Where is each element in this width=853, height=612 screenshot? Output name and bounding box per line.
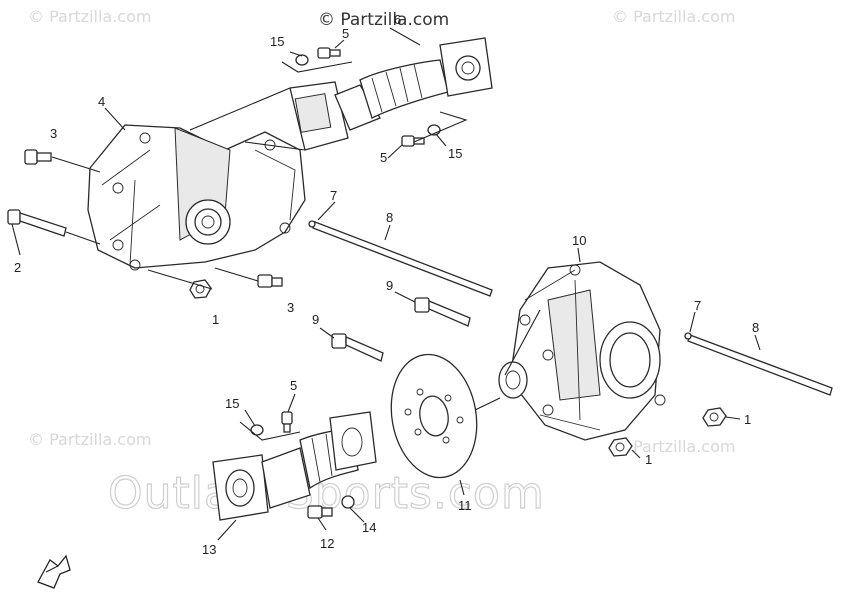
- axle-8-top: [308, 220, 493, 297]
- watermark-left: © Partzilla.com: [28, 430, 151, 449]
- watermark-right: © Partzilla.com: [612, 437, 735, 456]
- washer-15-top: [295, 54, 309, 66]
- callout-14: 14: [362, 520, 376, 535]
- watermark-top-left: © Partzilla.com: [28, 7, 151, 26]
- nut-1-rear-right: [702, 407, 727, 427]
- callout-6: 6: [394, 12, 401, 27]
- callouts: 1 1 1 2 3 3 4 5 5 5 6 7 7 8 8 9 9 10 11 …: [14, 12, 759, 557]
- callout-7-top: 7: [330, 188, 337, 203]
- callout-5-top: 5: [342, 26, 349, 41]
- callout-10: 10: [572, 233, 586, 248]
- nut-1-rear-bottom: [608, 437, 633, 457]
- callout-1-rear-right: 1: [744, 412, 751, 427]
- front-arrow-icon: [37, 554, 71, 589]
- callout-5-mid: 5: [380, 150, 387, 165]
- callout-13: 13: [202, 542, 216, 557]
- callout-3-left: 3: [50, 126, 57, 141]
- callout-5-bottom: 5: [290, 378, 297, 393]
- leader-lines: [11, 27, 761, 541]
- nut-1-front: [189, 279, 212, 299]
- bolt-3-left: [24, 149, 52, 165]
- bolt-9-bottom: [331, 333, 384, 362]
- bolt-2-long: [7, 209, 67, 237]
- rear-differential: [498, 261, 666, 441]
- callout-15-mid: 15: [448, 146, 462, 161]
- washer-15-bottom: [250, 424, 264, 436]
- callout-15-top: 15: [270, 34, 284, 49]
- bolt-5-mid: [401, 135, 425, 147]
- watermark-top-right: © Partzilla.com: [612, 7, 735, 26]
- front-differential: [87, 124, 306, 271]
- callout-8-top: 8: [386, 210, 393, 225]
- callout-4: 4: [98, 94, 105, 109]
- callout-8-right: 8: [752, 320, 759, 335]
- callout-15-bottom: 15: [225, 396, 239, 411]
- callout-7-right: 7: [694, 298, 701, 313]
- bolt-5-top: [317, 47, 341, 59]
- callout-11: 11: [458, 498, 472, 513]
- callout-9-top: 9: [386, 278, 393, 293]
- bolt-3-right: [257, 274, 283, 288]
- callout-3-right: 3: [287, 300, 294, 315]
- drive-shaft-top: [289, 37, 493, 151]
- bolt-5-bottom: [281, 411, 293, 433]
- drive-shaft-bottom: [212, 411, 377, 521]
- callout-1-rear-bottom: 1: [645, 452, 652, 467]
- callout-9-bottom: 9: [312, 312, 319, 327]
- callout-2: 2: [14, 260, 21, 275]
- callout-12: 12: [320, 536, 334, 551]
- bolt-9-top: [414, 297, 471, 327]
- axle-8-right: [684, 332, 833, 396]
- brake-disc: [390, 353, 478, 479]
- bolt-12: [307, 505, 333, 519]
- washer-14: [341, 495, 355, 509]
- watermark-top-center: © Partzilla.com: [318, 10, 449, 30]
- callout-1-front: 1: [212, 312, 219, 327]
